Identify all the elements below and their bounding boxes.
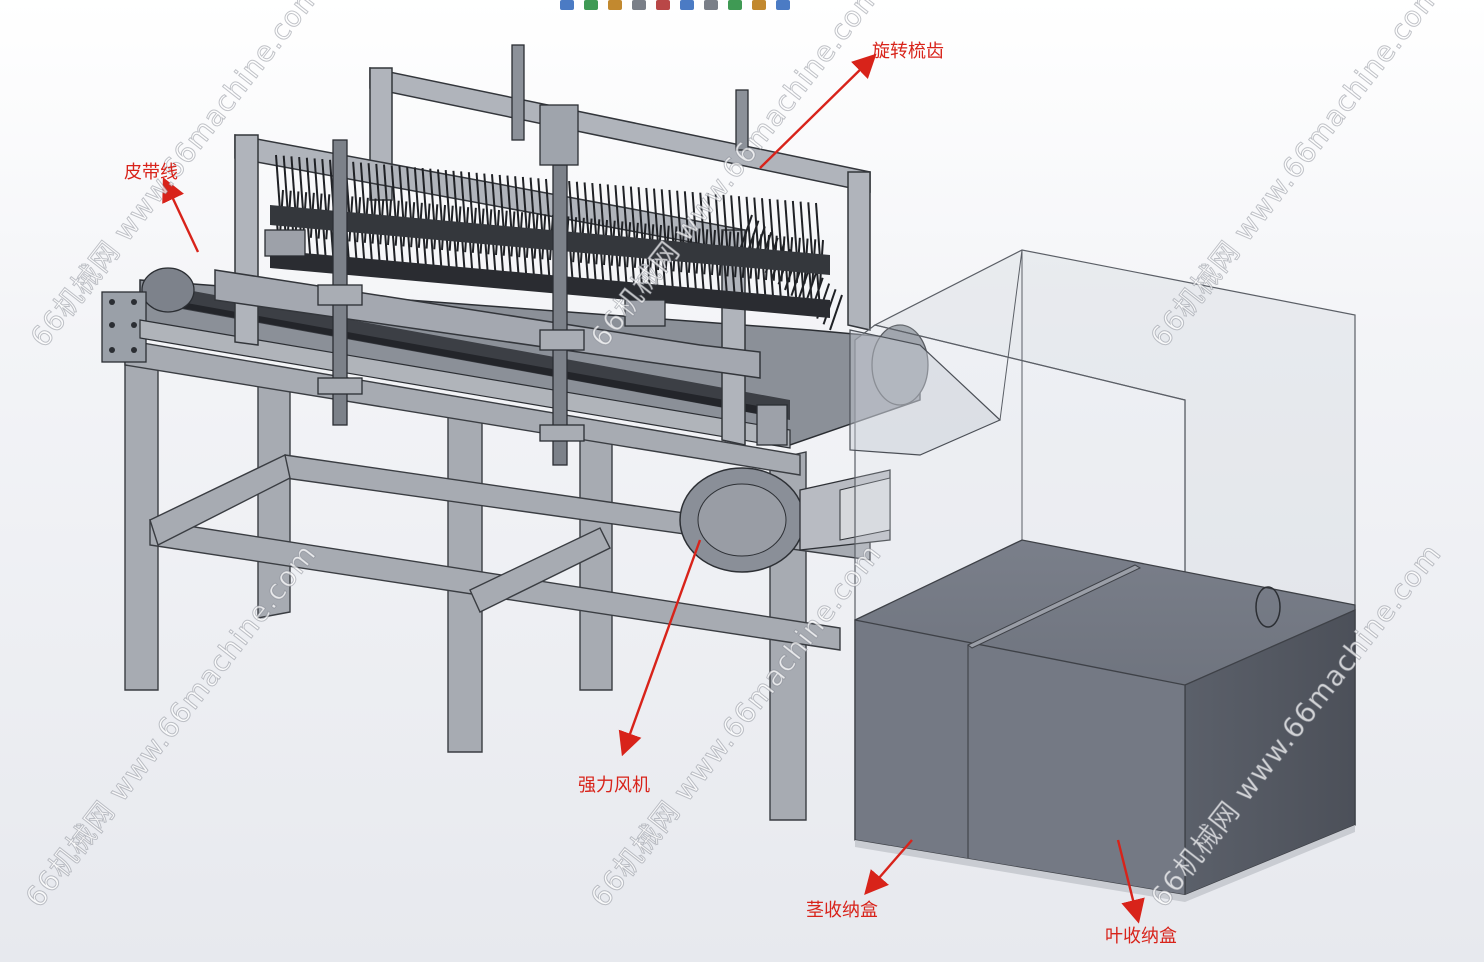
comb-tooth [784, 200, 791, 256]
comb-tooth [313, 158, 320, 214]
toolbar-tool-icon[interactable] [752, 0, 766, 10]
comb-tooth [791, 200, 798, 257]
toolbar-tool-icon[interactable] [632, 0, 646, 10]
arrow-stem-box [864, 839, 913, 896]
comb-tooth [637, 187, 644, 243]
toolbar-tool-icon[interactable] [608, 0, 622, 10]
comb-tooth [298, 156, 305, 213]
toolbar-tool-icon[interactable] [728, 0, 742, 10]
comb-tooth [529, 177, 536, 233]
comb-tooth [829, 294, 843, 331]
comb-tooth [375, 163, 382, 219]
arrow-leaf-box [1116, 839, 1145, 924]
comb-rollers [270, 205, 830, 318]
comb-tooth [807, 202, 814, 258]
comb-tooth [383, 164, 389, 220]
toolbar-tool-icon[interactable] [776, 0, 790, 10]
comb-tooth [591, 183, 598, 239]
comb-tooth [498, 174, 505, 230]
comb-tooth [521, 176, 528, 233]
support-frame [124, 339, 871, 821]
comb-tooth [660, 189, 667, 245]
comb-tooth [359, 162, 366, 218]
comb-tooth [275, 154, 281, 211]
comb-tooth [413, 167, 420, 223]
lead-screws [264, 44, 788, 466]
comb-tooth [475, 172, 482, 228]
comb-tooth [645, 187, 652, 243]
comb-tooth [606, 184, 613, 240]
comb-tooth [305, 157, 312, 213]
comb-tooth [691, 191, 698, 248]
comb-tooth [668, 189, 675, 246]
comb-tooth [714, 194, 721, 250]
label-rotating-comb: 旋转梳齿 [872, 41, 944, 62]
comb-tooth [583, 182, 590, 238]
toolbar-tool-icon[interactable] [704, 0, 718, 10]
comb-tooth [768, 198, 775, 254]
toolbar-tool-icon[interactable] [656, 0, 670, 10]
comb-tooth [545, 178, 551, 235]
label-leaf-box: 叶收纳盒 [1105, 926, 1177, 947]
comb-tooth [352, 161, 359, 217]
blower-fan [679, 467, 891, 573]
comb-tooth [514, 176, 521, 232]
collection-box [849, 249, 1356, 902]
comb-tooth [460, 171, 467, 227]
comb-tooth [290, 156, 297, 212]
arrow-belt-line [162, 177, 200, 253]
comb-tooth [367, 163, 374, 219]
comb-tooth [815, 202, 821, 259]
comb-tooth [614, 185, 621, 241]
comb-tooth [739, 214, 753, 251]
comb-tooth [506, 175, 513, 231]
toolbar-tool-icon[interactable] [584, 0, 598, 10]
comb-tooth [429, 168, 436, 224]
comb-tooth [452, 170, 459, 226]
comb-tooth [421, 167, 428, 224]
comb-tooth [575, 181, 582, 237]
comb-tooth [444, 170, 451, 226]
comb-tooth [761, 198, 767, 254]
comb-tooth [398, 165, 405, 222]
comb-tooth [282, 155, 289, 211]
callout-arrows [162, 53, 1145, 924]
comb-tooth [622, 185, 629, 241]
comb-tooth [599, 183, 605, 239]
arrow-rotating-comb [759, 53, 877, 169]
comb-tooth [776, 199, 783, 255]
comb-tooth [321, 159, 328, 215]
toolbar-tool-icon[interactable] [680, 0, 694, 10]
toolbar-tool-icon[interactable] [560, 0, 574, 10]
cad-toolbar [560, 0, 920, 12]
comb-tooth [437, 169, 443, 225]
comb-tooth [537, 178, 544, 234]
comb-tooth [629, 186, 636, 242]
comb-tooth [483, 173, 490, 229]
comb-tooth [730, 195, 737, 251]
comb-tooth [722, 194, 729, 250]
comb-tooth [568, 180, 575, 237]
comb-tooth [799, 201, 806, 257]
comb-tooth [653, 188, 659, 244]
comb-tooth [406, 166, 413, 222]
comb-tooth [491, 174, 497, 230]
comb-tooth [683, 191, 690, 247]
label-stem-box: 茎收纳盒 [806, 900, 878, 921]
comb-tooth [676, 190, 683, 246]
comb-tooth [467, 172, 474, 228]
arrow-blower [618, 539, 702, 757]
label-blower: 强力风机 [578, 775, 650, 796]
comb-tooth [707, 193, 713, 249]
comb-tooth [390, 165, 397, 221]
comb-tooth [699, 192, 706, 248]
label-belt-line: 皮带线 [124, 162, 178, 183]
